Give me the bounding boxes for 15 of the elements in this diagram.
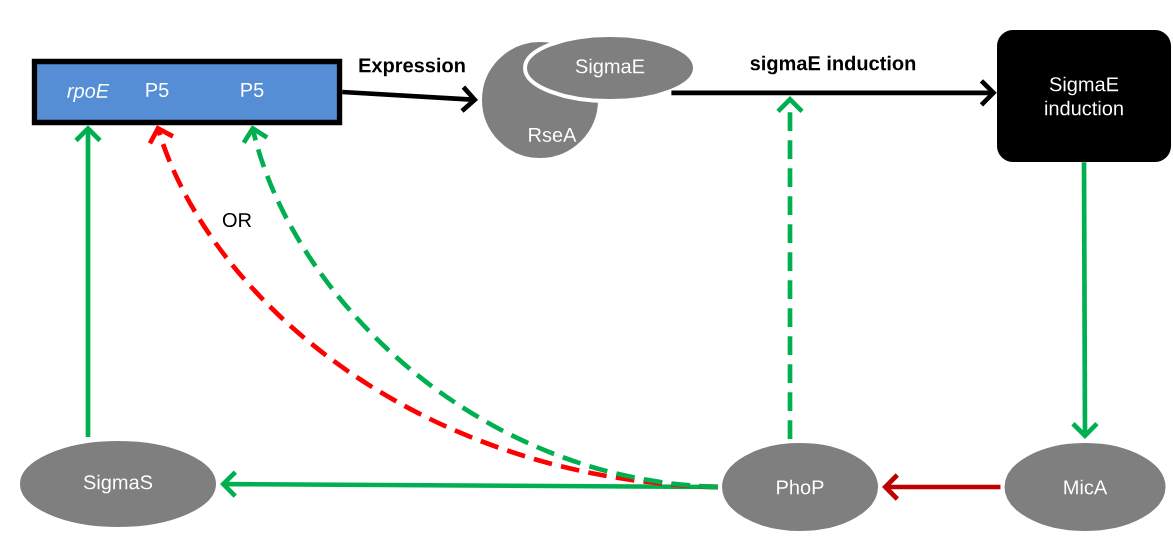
gene-label: rpoE	[67, 84, 110, 102]
arrow	[671, 79, 997, 107]
arrow	[241, 125, 719, 490]
arrow	[776, 96, 804, 439]
promoter-label: P5	[241, 83, 264, 97]
arrow	[882, 473, 1001, 501]
promoter-label: P5	[146, 83, 169, 97]
arrow	[1071, 162, 1099, 439]
edge-label: sigmaE induction	[748, 54, 918, 76]
gene-box	[31, 58, 343, 126]
induction-box: SigmaE induction	[997, 30, 1171, 162]
or-label: OR	[222, 212, 252, 228]
arrow	[342, 85, 478, 113]
arrow	[74, 125, 102, 437]
edge-label: Expression	[356, 56, 468, 78]
